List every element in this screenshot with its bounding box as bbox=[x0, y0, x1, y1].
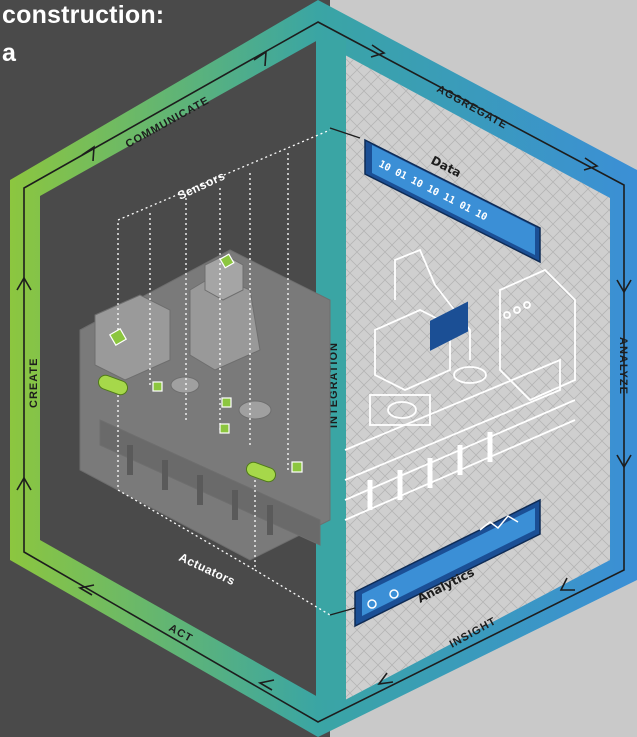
actuator-icon bbox=[245, 461, 277, 483]
label-analyze: ANALYZE bbox=[617, 337, 629, 395]
sensor-icon bbox=[219, 253, 235, 269]
arrow-icon bbox=[16, 476, 32, 491]
left-machine bbox=[79, 249, 331, 561]
arrow-icon bbox=[253, 50, 267, 67]
right-machine bbox=[344, 248, 576, 521]
sensor-icon bbox=[291, 461, 303, 473]
arrow-icon bbox=[583, 157, 599, 171]
title-line-2: a bbox=[2, 39, 17, 67]
page-title: construction: a bbox=[2, 0, 164, 72]
label-create: CREATE bbox=[28, 358, 40, 408]
sensor-icon bbox=[108, 327, 128, 347]
arrow-icon bbox=[559, 577, 575, 591]
sensor-markers bbox=[108, 253, 303, 473]
arrow-icon bbox=[81, 145, 95, 162]
analytics-pipe: Analytics bbox=[329, 301, 541, 628]
sensor-icon bbox=[221, 397, 232, 408]
arrow-icon bbox=[16, 276, 32, 291]
arrow-icon bbox=[616, 279, 632, 294]
actuator-markers bbox=[97, 374, 277, 483]
actuator-icon bbox=[97, 374, 129, 396]
analytics-node-icon bbox=[389, 589, 399, 599]
analytics-node-icon bbox=[367, 599, 377, 609]
cycle-loop-line bbox=[23, 21, 625, 723]
sensor-icon bbox=[219, 423, 230, 434]
title-line-1: construction: bbox=[2, 1, 165, 29]
arrow-icon bbox=[257, 679, 275, 691]
arrow-icon bbox=[370, 44, 386, 58]
arrow-icon bbox=[616, 454, 632, 469]
label-integration: INTEGRATION bbox=[328, 342, 340, 428]
arrow-icon bbox=[377, 672, 394, 686]
arrow-icon bbox=[77, 584, 95, 596]
sensor-icon bbox=[152, 381, 163, 392]
